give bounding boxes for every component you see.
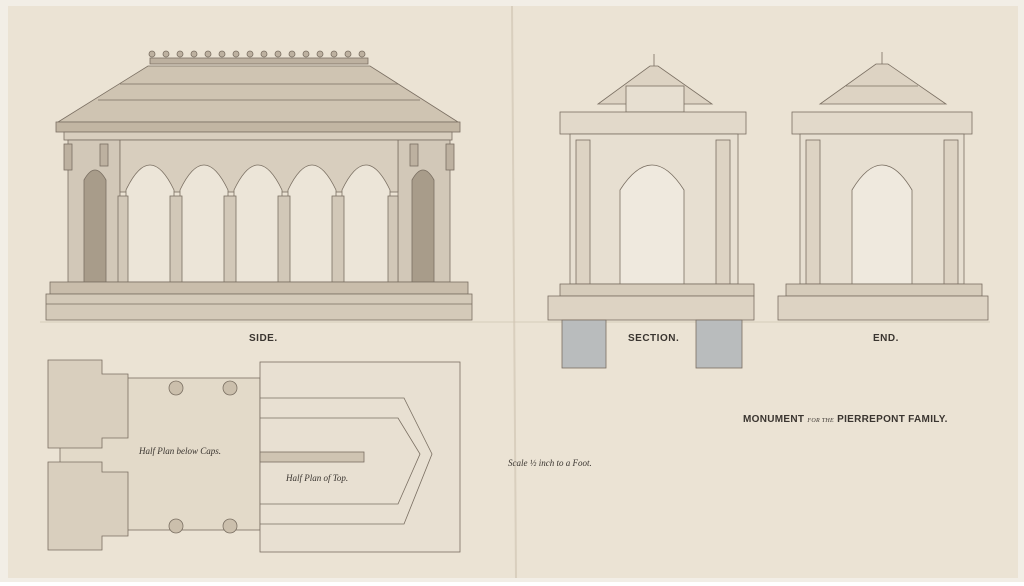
plan-drawings (47, 359, 461, 553)
side-elevation (45, 50, 473, 321)
end-label: END. (873, 333, 899, 344)
scale-note: Scale ½ inch to a Foot. (508, 458, 592, 468)
section-label: SECTION. (628, 333, 680, 344)
plan-below-caps-label: Half Plan below Caps. (139, 446, 222, 456)
title-part-2: FOR THE (807, 418, 834, 424)
plan-top-label: Half Plan of Top. (286, 473, 349, 483)
end-elevation (777, 52, 989, 321)
title-part-3: PIERREPONT FAMILY. (837, 414, 948, 425)
side-label: SIDE. (249, 333, 278, 344)
drawing-title: MONUMENT FOR THE PIERREPONT FAMILY. (743, 414, 948, 425)
section-drawing (547, 54, 755, 369)
title-part-1: MONUMENT (743, 414, 805, 425)
sheet-fold (511, 5, 517, 579)
